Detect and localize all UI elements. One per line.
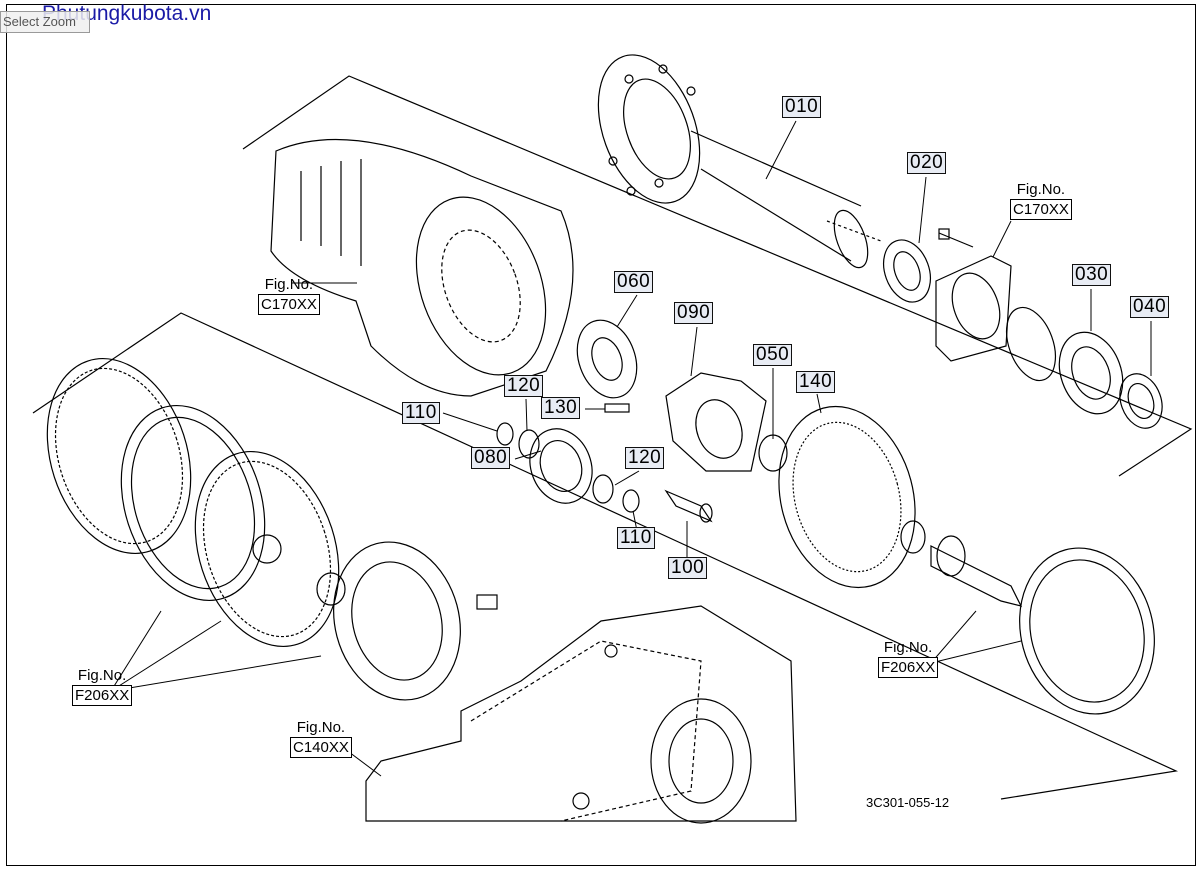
callout-130[interactable]: 130 — [541, 397, 581, 419]
needle-bearing-120b-part — [592, 474, 614, 504]
figref-prefix: Fig.No. — [77, 667, 127, 684]
callout-140[interactable]: 140 — [796, 371, 836, 393]
callout-120-upper[interactable]: 120 — [504, 375, 544, 397]
splined-shaft-part — [930, 535, 1023, 607]
callout-060[interactable]: 060 — [614, 271, 654, 293]
callout-080[interactable]: 080 — [471, 447, 511, 469]
figref-prefix: Fig.No. — [883, 639, 933, 656]
washer-110a-part — [496, 422, 514, 446]
figref-f206xx-right[interactable]: Fig.No. F206XX — [878, 638, 939, 678]
collar-040-part — [1119, 373, 1163, 429]
callout-010[interactable]: 010 — [782, 96, 822, 118]
diagram-frame — [6, 4, 1196, 866]
brake-discs-left-part — [46, 358, 340, 647]
figref-c140xx[interactable]: Fig.No. C140XX — [290, 718, 352, 758]
callout-110-lower[interactable]: 110 — [617, 527, 655, 549]
axle-shaft-part — [597, 54, 882, 269]
needle-bearing-120a-part — [518, 429, 540, 459]
lower-panel-outline — [32, 312, 1179, 800]
internal-gear-140-part — [778, 405, 916, 589]
figref-code: C170XX — [1010, 199, 1072, 220]
callout-090[interactable]: 090 — [674, 302, 714, 324]
callout-050[interactable]: 050 — [753, 344, 793, 366]
figref-c170xx-left[interactable]: Fig.No. C170XX — [258, 275, 320, 315]
final-case-housing — [270, 138, 574, 397]
brake-plate-right-part — [1019, 547, 1155, 715]
exploded-parts-diagram — [32, 54, 1193, 824]
brake-cam-plate-part — [333, 541, 498, 701]
snap-ring-small-part — [900, 520, 926, 554]
oil-seal-part — [883, 239, 931, 303]
callout-100[interactable]: 100 — [668, 557, 708, 579]
diagram-code: 3C301-055-12 — [866, 795, 950, 810]
figref-prefix: Fig.No. — [1016, 181, 1066, 198]
pin-130-part — [604, 403, 630, 413]
snap-ring-part — [1005, 306, 1057, 382]
callout-030[interactable]: 030 — [1072, 264, 1112, 286]
figref-prefix: Fig.No. — [296, 719, 346, 736]
bearing-holder-part — [935, 228, 1012, 362]
transmission-case-part — [365, 605, 797, 824]
pin-shaft-100-part — [664, 489, 713, 523]
planetary-carrier-part — [665, 372, 767, 472]
figref-c170xx-right[interactable]: Fig.No. C170XX — [1010, 180, 1072, 220]
callout-040[interactable]: 040 — [1130, 296, 1170, 318]
figref-code: F206XX — [878, 657, 939, 678]
planet-gear-080-part — [529, 428, 593, 504]
callout-110-upper[interactable]: 110 — [402, 402, 440, 424]
bearing-060-part — [576, 319, 638, 399]
figref-code: F206XX — [72, 685, 133, 706]
figref-prefix: Fig.No. — [264, 276, 314, 293]
figref-code: C140XX — [290, 737, 352, 758]
upper-panel-outline — [242, 75, 1193, 477]
circlip-left-part — [316, 572, 346, 606]
figref-code: C170XX — [258, 294, 320, 315]
leader-lines — [110, 120, 1152, 777]
washer-110b-part — [622, 489, 640, 513]
callout-020[interactable]: 020 — [907, 152, 947, 174]
callout-120-lower[interactable]: 120 — [625, 447, 665, 469]
select-zoom-button[interactable]: Select Zoom — [0, 11, 90, 33]
figref-f206xx-left[interactable]: Fig.No. F206XX — [72, 666, 133, 706]
bearing-030-part — [1058, 331, 1124, 415]
